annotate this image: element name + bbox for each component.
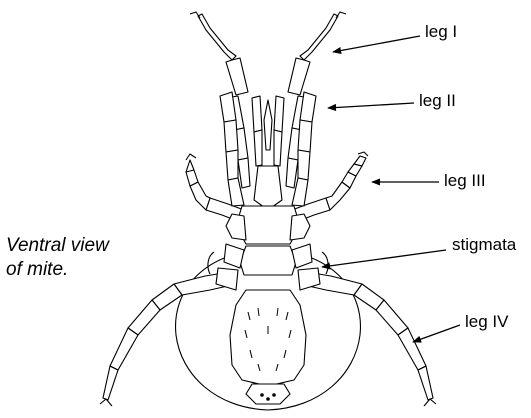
arrow-stigmata: [322, 250, 446, 267]
label-leg-ii: leg II: [419, 92, 456, 109]
leg-i-right: [286, 12, 346, 188]
label-leg-i: leg I: [425, 23, 457, 40]
arrow-leg-ii: [328, 103, 414, 108]
arrow-leg-iv: [413, 325, 460, 342]
label-stigmata: stigmata: [452, 236, 516, 253]
label-leg-iii: leg III: [444, 172, 486, 189]
label-leg-iv: leg IV: [465, 313, 508, 330]
ventral-shield: [230, 290, 306, 386]
gnathosoma: [252, 96, 284, 210]
anal-shield: [246, 384, 290, 404]
arrow-leg-i: [333, 36, 420, 52]
caption-line-1: Ventral view: [6, 234, 109, 258]
leg-i-left: [190, 12, 250, 188]
figure-caption: Ventral view of mite.: [6, 234, 109, 282]
caption-line-2: of mite.: [6, 258, 109, 282]
